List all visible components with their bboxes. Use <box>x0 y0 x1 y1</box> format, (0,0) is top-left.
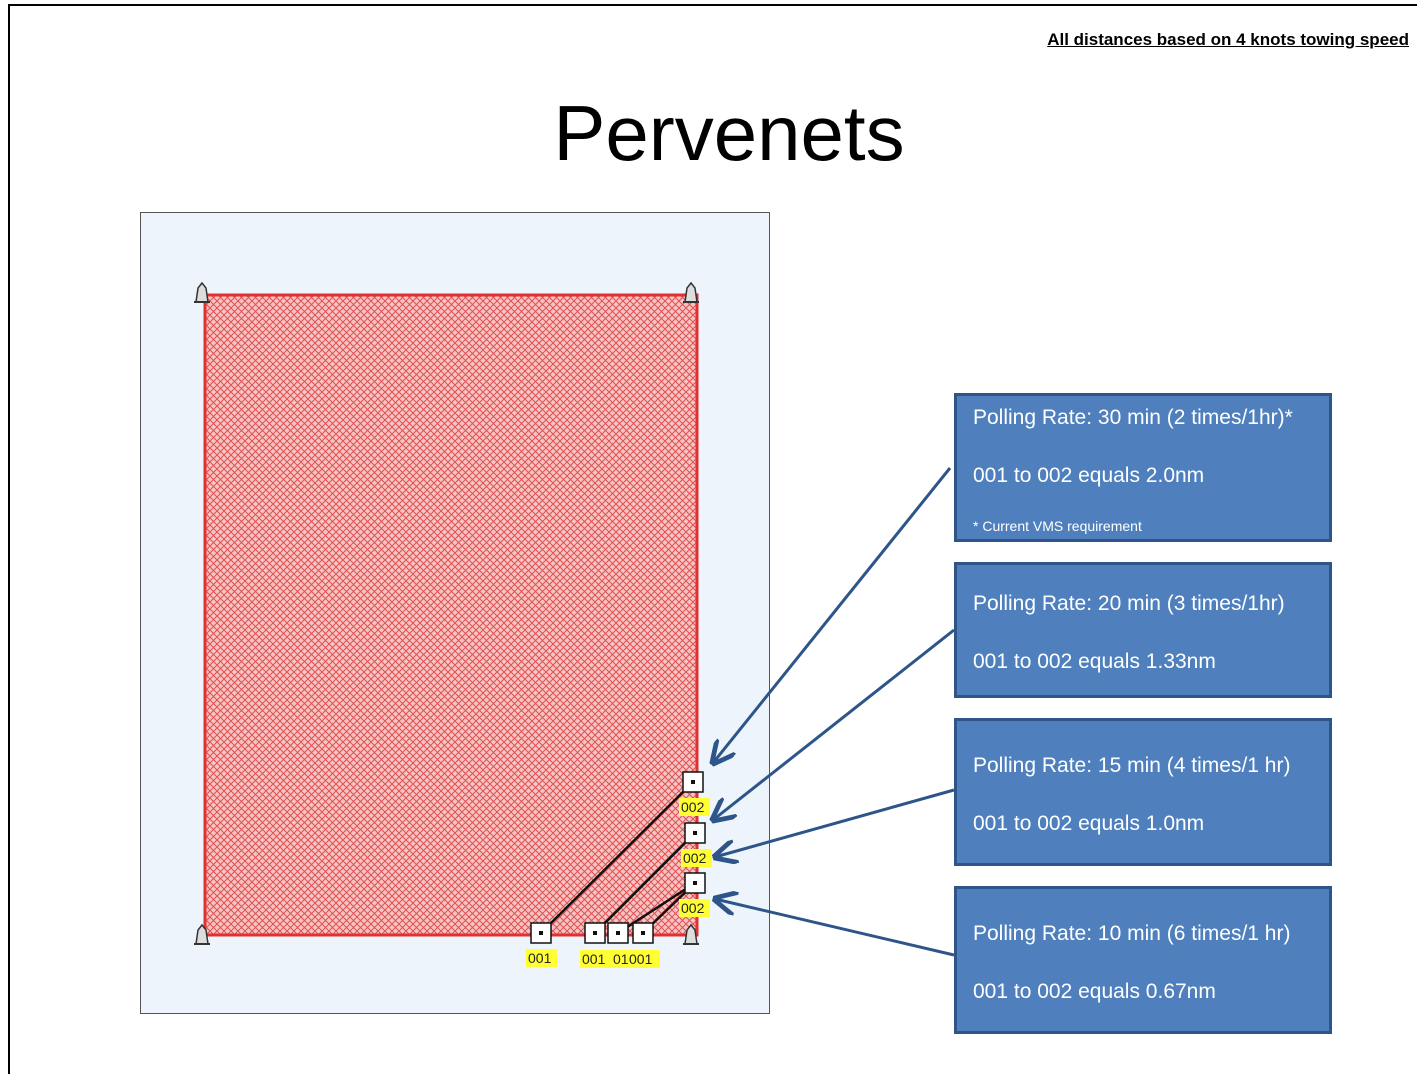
track-line-20min <box>594 832 696 934</box>
point-label-end-20min: 002 <box>683 850 707 866</box>
callout-arrow-30min <box>713 467 952 763</box>
polling-rate-label: Polling Rate: 20 min (3 times/1hr) <box>973 592 1285 615</box>
point-marker-start-20min <box>584 922 606 944</box>
label-highlight <box>580 950 660 968</box>
distance-label: 001 to 002 equals 2.0nm <box>973 464 1205 487</box>
polling-box-30min: Polling Rate: 30 min (2 times/1hr)* 001 … <box>954 393 1332 542</box>
point-marker-start-15min <box>607 922 629 944</box>
label-highlight <box>679 798 710 816</box>
buoy-bottom-right-icon <box>683 923 699 945</box>
point-marker-end-30min <box>682 771 704 793</box>
label-highlight <box>681 849 712 867</box>
vms-footnote: * Current VMS requirement <box>973 518 1142 534</box>
point-label-end-15min: 002 <box>681 900 705 916</box>
point-label-end-30min: 002 <box>681 799 705 815</box>
polling-box-20min: Polling Rate: 20 min (3 times/1hr) 001 t… <box>954 562 1332 698</box>
buoy-top-right-icon <box>683 281 699 303</box>
distance-label: 001 to 002 equals 1.33nm <box>973 650 1216 673</box>
polling-rate-label: Polling Rate: 30 min (2 times/1hr)* <box>973 406 1293 429</box>
slide-frame <box>8 4 1417 1074</box>
track-line-15min <box>617 881 696 935</box>
track-line-30min <box>540 781 694 934</box>
point-label-start-15min: 01 <box>613 951 629 967</box>
buoy-top-left-icon <box>194 281 210 303</box>
polling-rate-label: Polling Rate: 10 min (6 times/1 hr) <box>973 922 1291 945</box>
callout-arrow-10min <box>715 899 955 957</box>
callout-arrow-20min <box>713 628 955 820</box>
point-marker-end-20min <box>684 822 706 844</box>
point-marker-start-30min <box>530 922 552 944</box>
point-label-start-10min: 001 <box>629 951 653 967</box>
polling-rate-label: Polling Rate: 15 min (4 times/1 hr) <box>973 754 1291 777</box>
point-marker-start-10min <box>632 922 654 944</box>
point-label-start-30min: 001 <box>528 950 552 966</box>
label-highlight <box>679 899 710 917</box>
towing-speed-note: All distances based on 4 knots towing sp… <box>1047 30 1409 49</box>
polling-box-10min: Polling Rate: 10 min (6 times/1 hr) 001 … <box>954 886 1332 1034</box>
closed-area <box>203 293 699 937</box>
buoy-bottom-left-icon <box>194 923 210 945</box>
point-marker-end-15min <box>684 872 706 894</box>
distance-label: 001 to 002 equals 0.67nm <box>973 980 1216 1003</box>
page-title: Pervenets <box>553 89 905 177</box>
distance-label: 001 to 002 equals 1.0nm <box>973 812 1205 835</box>
point-label-start-20min: 001 <box>582 951 606 967</box>
callout-arrow-15min <box>715 788 955 857</box>
label-highlight <box>526 949 557 967</box>
polling-box-15min: Polling Rate: 15 min (4 times/1 hr) 001 … <box>954 718 1332 866</box>
